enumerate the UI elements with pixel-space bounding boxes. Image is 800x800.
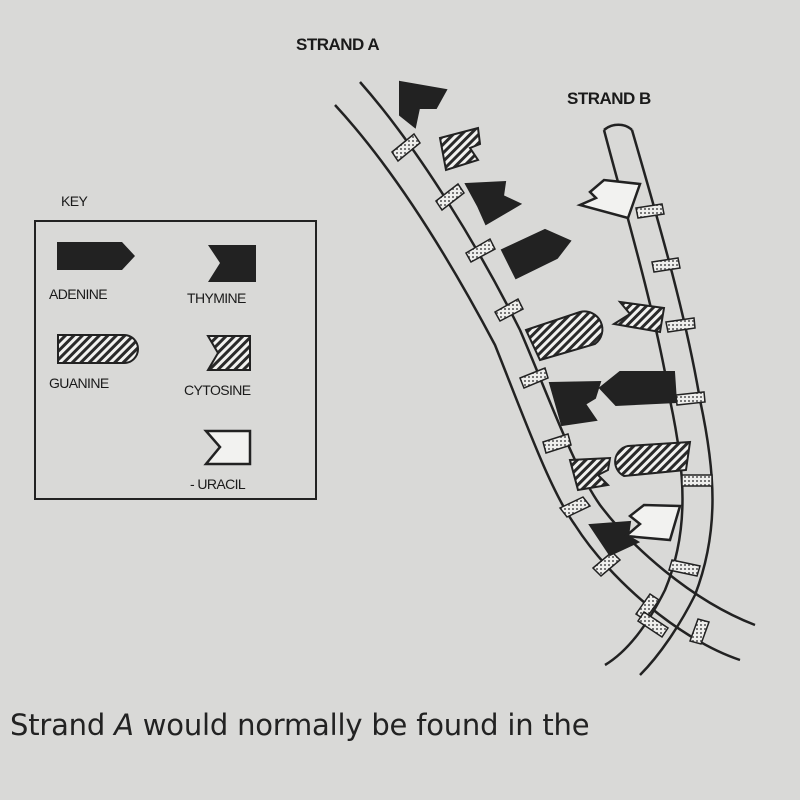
strand-b-base-adenine <box>598 371 678 407</box>
strand-b-sugar-segments <box>635 203 713 639</box>
strand-b-backbone-inner <box>630 129 714 676</box>
strand-a-label: STRAND A <box>296 35 379 54</box>
strand-a-base-thymine <box>464 180 523 226</box>
question-text: Strand A would normally be found in the <box>10 708 590 742</box>
key-adenine-icon <box>57 242 135 270</box>
strand-b-base-cytosine <box>611 300 666 334</box>
strand-a-base-thymine <box>548 380 602 427</box>
strand-a-sugar-segments <box>390 132 710 645</box>
strand-a-backbone-inner <box>359 81 756 627</box>
strand-b-base-guanine <box>614 440 692 478</box>
question-suffix: would normally be found in the <box>133 708 590 742</box>
key-uracil-icon <box>203 429 252 466</box>
strand-b-cap <box>603 123 633 131</box>
strand-a-base-thymine <box>399 80 448 129</box>
strand-a-base-guanine <box>524 310 604 362</box>
key-box <box>34 220 317 500</box>
key-guanine-icon <box>57 334 139 364</box>
key-cytosine-icon <box>206 335 251 371</box>
key-adenine-label: ADENINE <box>49 286 107 302</box>
strand-a-base-cytosine <box>568 456 612 492</box>
key-thymine-icon <box>208 245 256 282</box>
strand-a-bases <box>399 80 641 557</box>
key-guanine-label: GUANINE <box>49 375 109 391</box>
strand-b-label: STRAND B <box>567 89 651 108</box>
strand-a-base-adenine <box>500 228 572 280</box>
strand-b-base-uracil <box>622 503 682 542</box>
strand-a-backbone <box>334 104 741 662</box>
question-prefix: Strand <box>10 708 115 742</box>
strand-b-bases <box>576 178 692 542</box>
strand-a-base-cytosine <box>438 126 482 172</box>
question-strand-letter: A <box>114 708 134 742</box>
key-title: KEY <box>61 193 88 209</box>
key-thymine-label: THYMINE <box>187 290 246 306</box>
strand-b-base-uracil <box>576 178 642 220</box>
strand-a-base-thymine <box>588 520 641 557</box>
key-cytosine-label: CYTOSINE <box>184 382 251 398</box>
key-uracil-label: - URACIL <box>190 476 246 492</box>
